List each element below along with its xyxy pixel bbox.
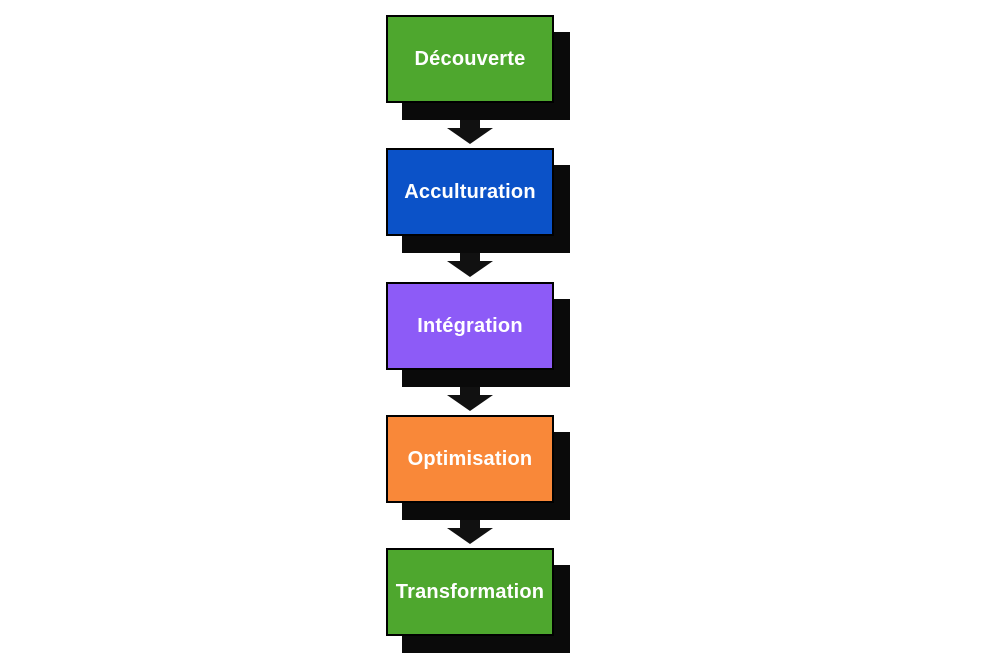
flow-step-integration: Intégration (386, 282, 570, 387)
step-label-integration: Intégration (417, 314, 523, 337)
flow-step-acculturation: Acculturation (386, 148, 570, 253)
arrow-stem (460, 520, 480, 528)
step-label-transformation: Transformation (395, 580, 545, 603)
step-label-decouverte: Découverte (414, 47, 526, 70)
arrow-stem (460, 253, 480, 261)
step-box-transformation: Transformation (386, 548, 554, 636)
step-box-acculturation: Acculturation (386, 148, 554, 236)
flow-step-transformation: Transformation (386, 548, 570, 653)
step-box-decouverte: Découverte (386, 15, 554, 103)
down-arrow-3 (447, 387, 493, 411)
step-box-optimisation: Optimisation (386, 415, 554, 503)
arrow-head-icon (447, 128, 493, 144)
arrow-head-icon (447, 528, 493, 544)
step-box-integration: Intégration (386, 282, 554, 370)
arrow-stem (460, 120, 480, 128)
flow-step-decouverte: Découverte (386, 15, 570, 120)
step-label-acculturation: Acculturation (404, 180, 536, 203)
flow-step-optimisation: Optimisation (386, 415, 570, 520)
down-arrow-1 (447, 120, 493, 144)
down-arrow-4 (447, 520, 493, 544)
arrow-head-icon (447, 395, 493, 411)
step-label-optimisation: Optimisation (407, 447, 533, 470)
arrow-head-icon (447, 261, 493, 277)
arrow-stem (460, 387, 480, 395)
down-arrow-2 (447, 253, 493, 277)
